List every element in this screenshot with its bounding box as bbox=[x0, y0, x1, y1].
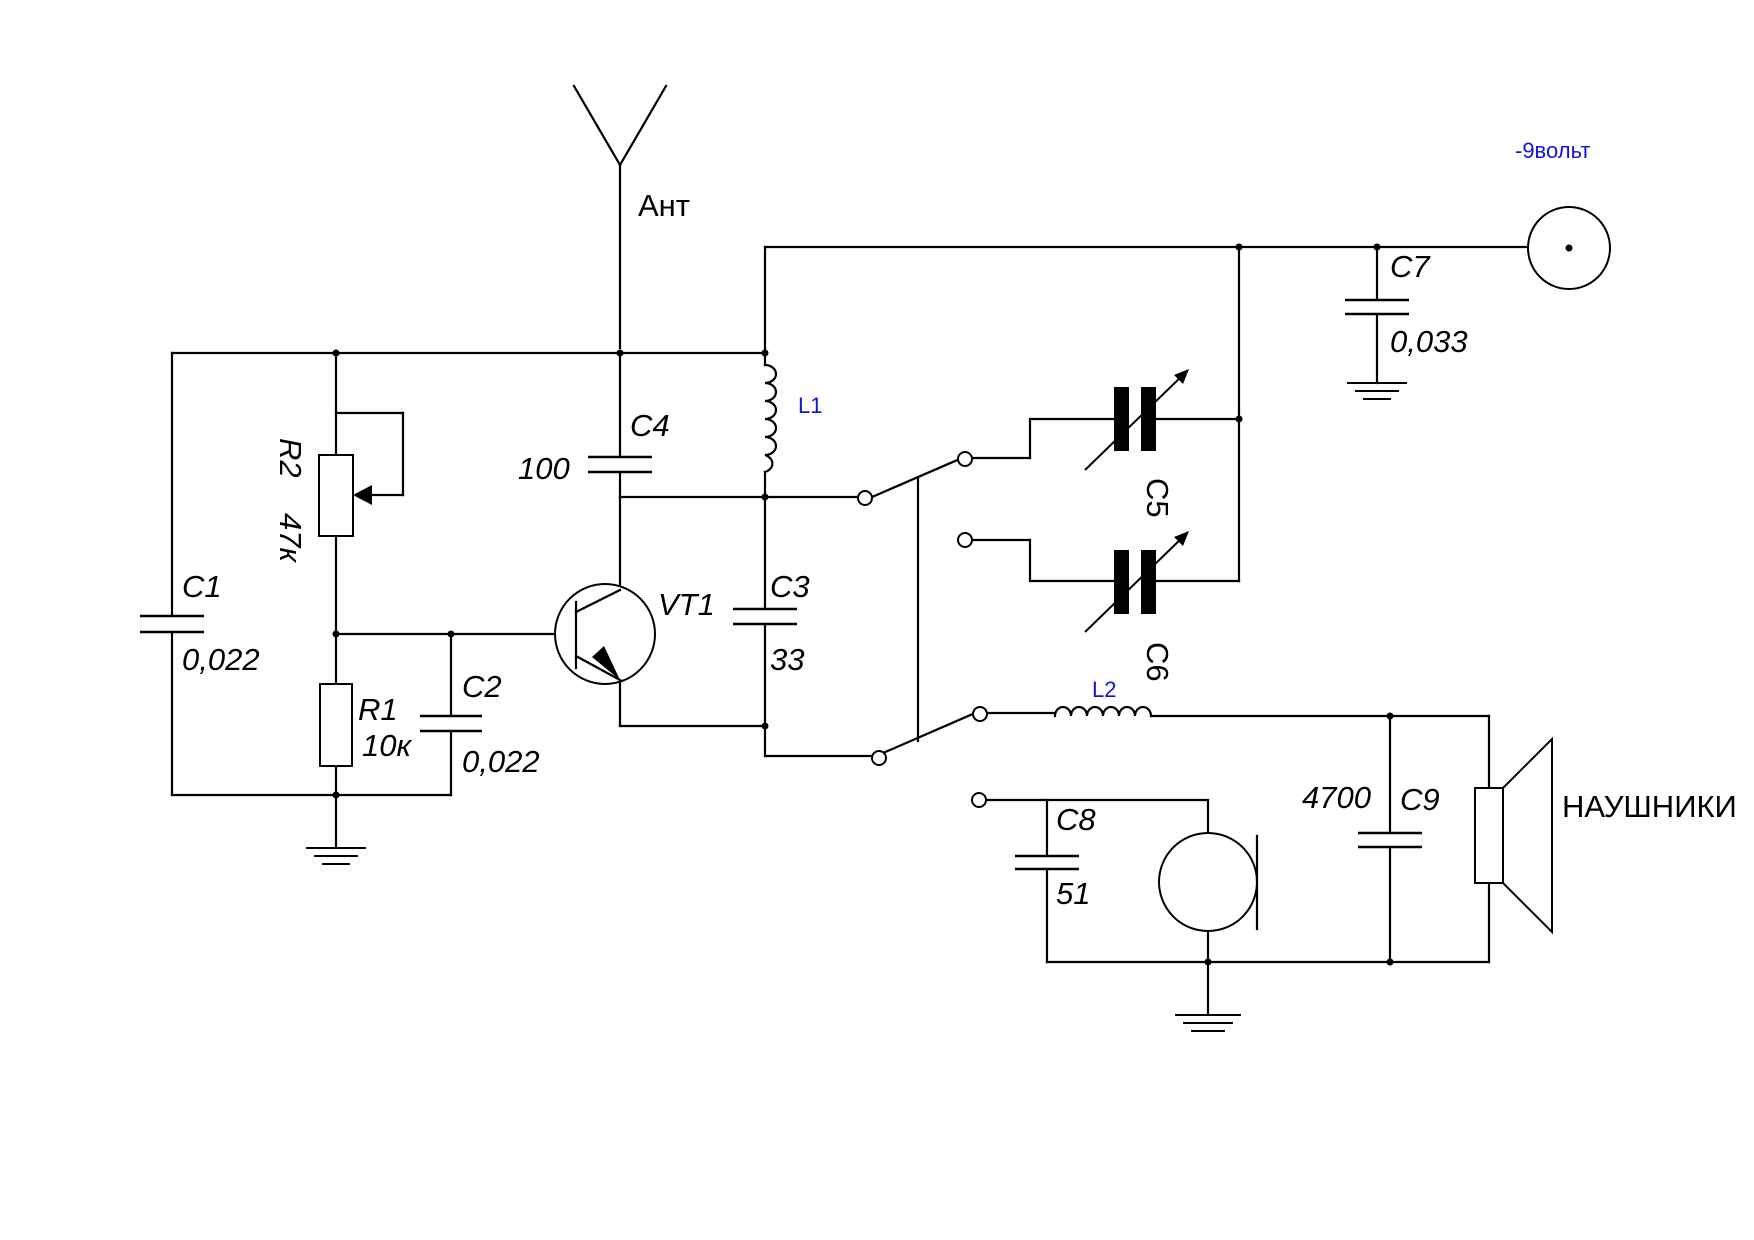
antenna-symbol bbox=[572, 84, 668, 350]
switch-contact-common-upper bbox=[857, 490, 873, 506]
supply-label: -9вольт bbox=[1515, 138, 1590, 163]
switch-contact-l2 bbox=[972, 706, 988, 722]
c8-value: 51 bbox=[1056, 876, 1090, 911]
ground-symbol-output bbox=[1175, 1014, 1241, 1032]
bias-network-wires bbox=[170, 351, 767, 850]
r1-name: R1 bbox=[358, 692, 398, 727]
c8-name: C8 bbox=[1056, 802, 1096, 837]
variable-capacitor-c5 bbox=[1084, 369, 1189, 471]
c6-name: C6 bbox=[1140, 642, 1175, 682]
antenna-label: Ант bbox=[638, 188, 690, 223]
c9-name: C9 bbox=[1400, 782, 1440, 817]
switch-contact-c6 bbox=[957, 532, 973, 548]
c7-name: C7 bbox=[1390, 249, 1431, 284]
output-wires bbox=[1045, 714, 1491, 1017]
c3-name: C3 bbox=[770, 569, 810, 604]
switch-contact-c5 bbox=[957, 451, 973, 467]
c1-value: 0,022 bbox=[182, 642, 260, 677]
junction-dots bbox=[332, 243, 1394, 966]
c7-value: 0,033 bbox=[1390, 324, 1468, 359]
supply-terminal bbox=[1527, 206, 1611, 290]
c2-name: C2 bbox=[462, 669, 502, 704]
capacitor-c4 bbox=[588, 455, 652, 474]
vt1-name: VT1 bbox=[658, 587, 715, 622]
c1-name: C1 bbox=[182, 569, 222, 604]
l1-name: L1 bbox=[798, 393, 822, 418]
r1-value: 10к bbox=[362, 728, 412, 763]
variable-capacitor-c6 bbox=[1084, 531, 1189, 633]
headphones-symbol bbox=[1474, 736, 1553, 935]
band-switch bbox=[870, 417, 1210, 802]
ground-symbol-supply bbox=[1347, 382, 1407, 400]
c4-value: 100 bbox=[518, 451, 570, 486]
switch-contact-c8 bbox=[971, 792, 987, 808]
transistor-area-wires bbox=[618, 245, 874, 758]
potentiometer-r2 bbox=[318, 454, 372, 537]
capacitor-c1 bbox=[140, 614, 204, 634]
inductor-l2 bbox=[1053, 705, 1153, 718]
switch-contact-common-lower bbox=[871, 750, 887, 766]
capacitor-c7 bbox=[1345, 298, 1409, 316]
supply-rail bbox=[763, 245, 1530, 583]
capacitor-c8 bbox=[1015, 854, 1079, 871]
capacitor-c9 bbox=[1358, 831, 1422, 849]
c3-value: 33 bbox=[770, 642, 804, 677]
c2-value: 0,022 bbox=[462, 744, 540, 779]
resistor-r1 bbox=[319, 683, 353, 767]
r2-name: R2 bbox=[273, 438, 308, 478]
c5-name: C5 bbox=[1140, 478, 1175, 518]
capacitor-c3 bbox=[733, 607, 797, 626]
c9-value: 4700 bbox=[1302, 780, 1371, 815]
ground-symbol-left bbox=[306, 847, 366, 865]
r2-value: 47к bbox=[273, 513, 308, 563]
inductor-l1 bbox=[763, 363, 778, 474]
microphone-symbol bbox=[1158, 832, 1259, 932]
c4-name: C4 bbox=[630, 408, 670, 443]
headphones-label: НАУШНИКИ bbox=[1562, 789, 1737, 824]
transistor-vt1 bbox=[554, 583, 656, 685]
capacitor-c2 bbox=[420, 714, 482, 733]
l2-name: L2 bbox=[1092, 677, 1116, 702]
